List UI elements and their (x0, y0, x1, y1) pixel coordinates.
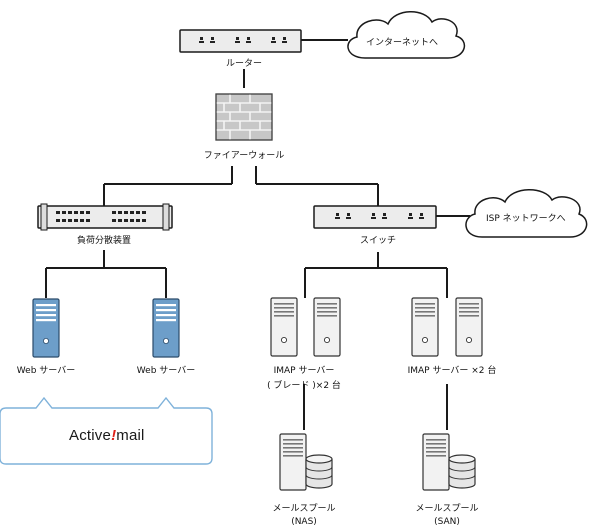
spool-san-label-line1: メールスプール (415, 504, 479, 514)
isp-cloud-label: ISP ネットワークへ (486, 214, 566, 224)
web-server-label-1: Web サーバー (16, 366, 76, 376)
router-icon (179, 29, 302, 53)
firewall-icon (215, 93, 273, 141)
internet-cloud-label: インターネットへ (366, 38, 439, 48)
imap-blade-label-line2: ( ブレード )×2 台 (267, 381, 341, 391)
cloud-icon (465, 189, 588, 238)
load-balancer-label: 負荷分散装置 (76, 236, 131, 246)
switch-label: スイッチ (359, 236, 396, 246)
internet-cloud (347, 11, 466, 59)
web-server-icon (32, 298, 60, 358)
spool-nas-label-line2: (NAS) (291, 517, 317, 527)
imap-blade-label-line1: IMAP サーバー (273, 366, 335, 376)
load-balancer-icon (37, 203, 173, 231)
imap-server-label: IMAP サーバー ×2 台 (407, 366, 497, 376)
blade-server-icon (411, 297, 483, 357)
connection-lines (45, 39, 470, 430)
firewall-label: ファイアーウォール (203, 151, 285, 161)
switch-icon (313, 205, 437, 229)
brand-mark: ! (111, 427, 117, 444)
spool-san-label-line2: (SAN) (434, 517, 460, 527)
router-label: ルーター (225, 59, 262, 69)
storage-icon (279, 433, 333, 491)
cloud-icon (347, 11, 466, 59)
storage-icon (422, 433, 476, 491)
web-server-icon (152, 298, 180, 358)
web-server-label-2: Web サーバー (136, 366, 196, 376)
isp-cloud (465, 189, 588, 238)
activemail-logo: Active!mail (69, 427, 145, 444)
blade-server-icon (270, 297, 341, 357)
spool-nas-label-line1: メールスプール (272, 504, 336, 514)
callout-bubble (0, 396, 213, 465)
brand-prefix: Active (69, 427, 112, 444)
brand-suffix: mail (116, 427, 145, 444)
